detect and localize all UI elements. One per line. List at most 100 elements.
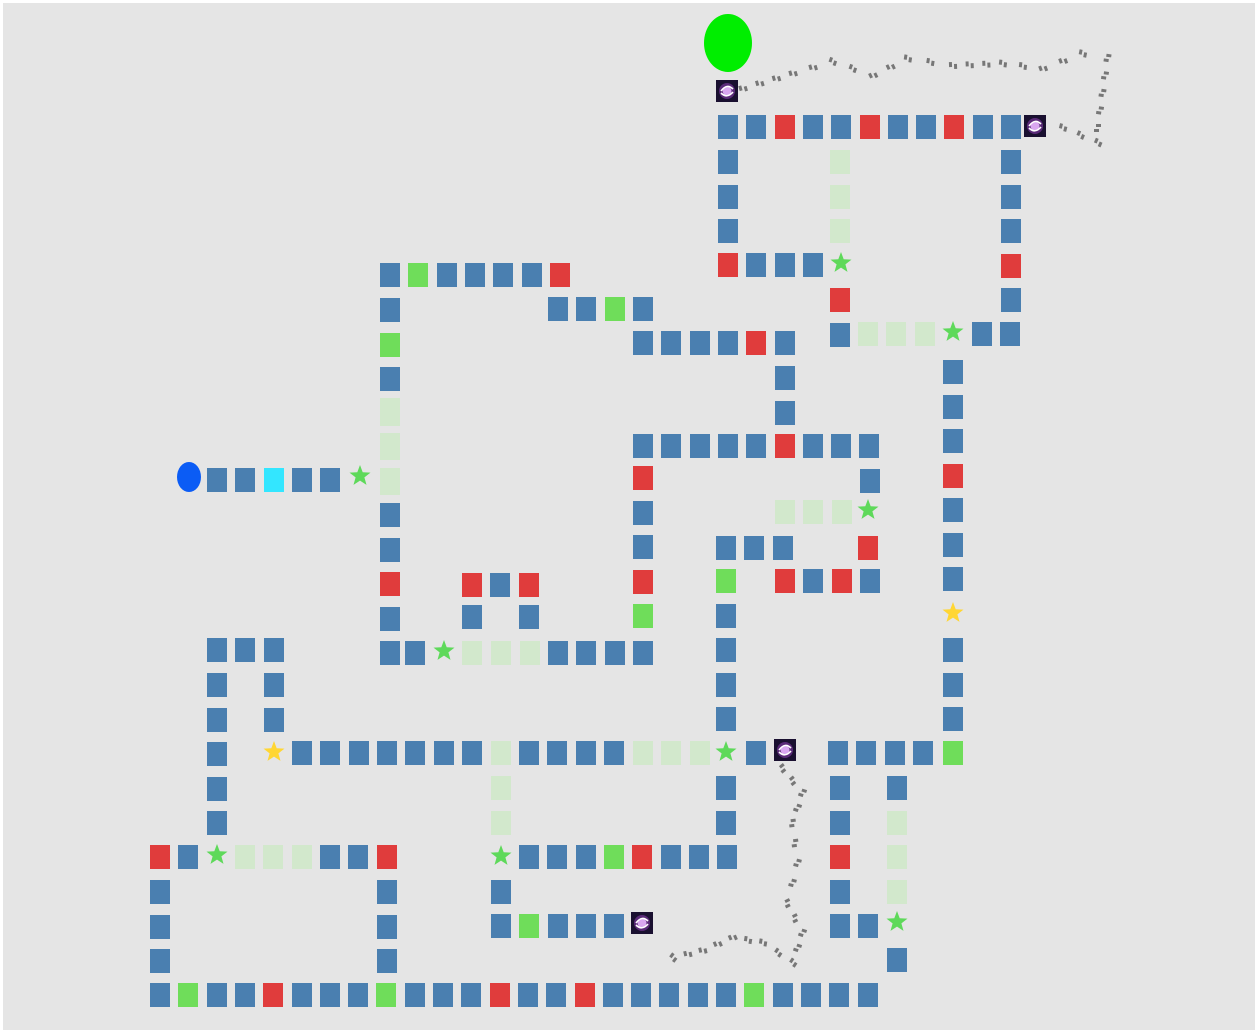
path-tile (718, 185, 738, 209)
path-tile (943, 567, 963, 591)
path-tile (292, 983, 312, 1007)
path-tile (775, 366, 795, 390)
bonus-tile (178, 983, 198, 1007)
path-tile (491, 914, 511, 938)
path-tile (264, 708, 284, 732)
path-tile (828, 741, 848, 765)
path-tile (801, 983, 821, 1007)
path-tile (546, 983, 566, 1007)
hazard-tile (775, 115, 795, 139)
path-tile (716, 707, 736, 731)
faded-tile (235, 845, 255, 869)
path-tile (349, 741, 369, 765)
path-tile (830, 914, 850, 938)
path-tile (207, 673, 227, 697)
path-tile (377, 915, 397, 939)
bonus-tile (605, 297, 625, 321)
path-tile (405, 641, 425, 665)
portal-icon (716, 80, 738, 102)
path-tile (716, 983, 736, 1007)
path-tile (773, 536, 793, 560)
path-tile (831, 115, 851, 139)
path-tile (235, 983, 255, 1007)
bonus-tile (633, 604, 653, 628)
path-tile (716, 536, 736, 560)
path-tile (518, 983, 538, 1007)
star-icon (434, 640, 455, 660)
path-tile (576, 297, 596, 321)
path-tile (690, 331, 710, 355)
path-tile (320, 983, 340, 1007)
path-tile (380, 503, 400, 527)
faded-tile (491, 811, 511, 835)
path-tile (858, 914, 878, 938)
hazard-tile (490, 983, 510, 1007)
bonus-tile (716, 569, 736, 593)
hazard-tile (944, 115, 964, 139)
hazard-tile (633, 570, 653, 594)
faded-tile (292, 845, 312, 869)
path-tile (913, 741, 933, 765)
faded-tile (263, 845, 283, 869)
star-icon (350, 465, 371, 485)
faded-tile (380, 433, 400, 457)
path-tile (633, 501, 653, 525)
path-tile (207, 638, 227, 662)
path-tile (491, 880, 511, 904)
board-canvas (3, 3, 1255, 1030)
path-tile (803, 115, 823, 139)
path-tile (659, 983, 679, 1007)
path-tile (690, 434, 710, 458)
path-tile (604, 741, 624, 765)
path-tile (633, 331, 653, 355)
token-layer (177, 14, 752, 492)
path-tile (547, 845, 567, 869)
path-tile (150, 880, 170, 904)
faded-tile (520, 641, 540, 665)
path-tile (264, 638, 284, 662)
path-tile (688, 983, 708, 1007)
path-tile (716, 811, 736, 835)
path-tile (235, 638, 255, 662)
path-tile (320, 468, 340, 492)
path-tile (434, 741, 454, 765)
hazard-tile (746, 331, 766, 355)
path-tile (830, 880, 850, 904)
path-tile (150, 983, 170, 1007)
path-tile (973, 115, 993, 139)
start-token-icon[interactable] (177, 462, 201, 492)
path-tile (320, 741, 340, 765)
path-tile (235, 468, 255, 492)
path-tile (604, 914, 624, 938)
path-tile (519, 845, 539, 869)
path-tile (633, 297, 653, 321)
path-tile (716, 604, 736, 628)
path-tile (888, 115, 908, 139)
path-tile (633, 535, 653, 559)
path-tile (775, 401, 795, 425)
goal-token-icon[interactable] (704, 14, 752, 72)
path-tile (292, 741, 312, 765)
star-icon (716, 741, 737, 761)
path-tile (548, 641, 568, 665)
path-tile (377, 880, 397, 904)
path-tile (943, 533, 963, 557)
path-tile (465, 263, 485, 287)
path-tile (380, 263, 400, 287)
portal-icon (774, 739, 796, 761)
path-tile (773, 983, 793, 1007)
path-tile (860, 569, 880, 593)
path-tile (858, 983, 878, 1007)
path-tile (661, 434, 681, 458)
path-tile (490, 573, 510, 597)
path-tile (576, 641, 596, 665)
faded-tile (462, 641, 482, 665)
portal-icon (631, 912, 653, 934)
path-tile (493, 263, 513, 287)
path-tile (1001, 288, 1021, 312)
gold-star-icon (264, 741, 285, 761)
path-tile (943, 429, 963, 453)
path-tile (830, 811, 850, 835)
path-tile (207, 777, 227, 801)
path-tile (1001, 150, 1021, 174)
